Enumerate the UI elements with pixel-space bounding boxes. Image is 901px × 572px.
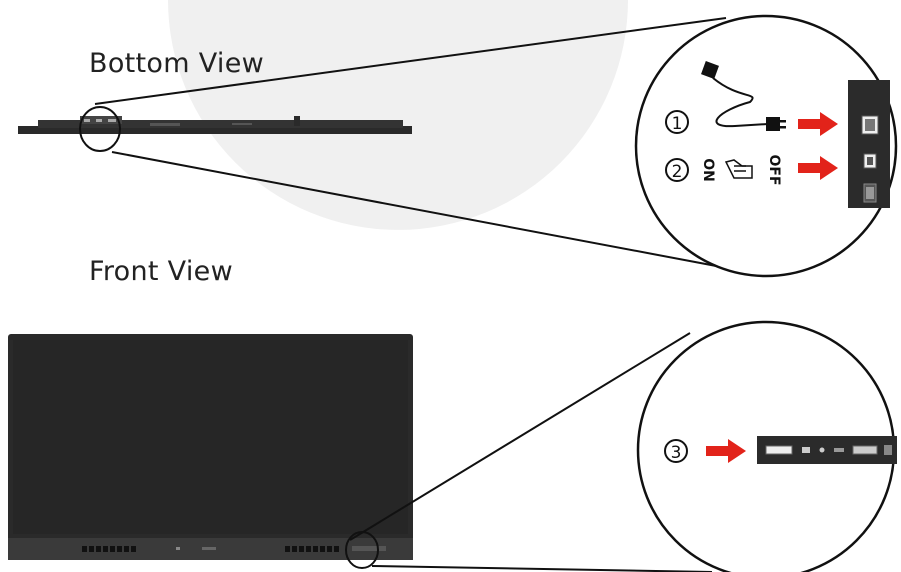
bottom-view-monitor xyxy=(18,116,412,134)
switch-off-label: OFF xyxy=(766,154,782,185)
arrow-to-front-ports xyxy=(706,439,746,463)
step-2-marker: 2 xyxy=(665,158,689,182)
arrow-to-power-switch xyxy=(798,156,838,180)
front-port-strip xyxy=(757,436,897,464)
front-view-monitor xyxy=(8,334,413,560)
step-2-number: 2 xyxy=(672,162,683,182)
power-cord-icon xyxy=(701,61,786,131)
hand-press-icon xyxy=(724,159,753,179)
front-zoom-lines xyxy=(349,332,713,572)
front-zoom-origin-circle xyxy=(345,531,379,569)
step-3-marker: 3 xyxy=(664,439,688,463)
rear-port-panel xyxy=(848,80,890,208)
bottom-detail-circle xyxy=(634,14,898,278)
step-3-number: 3 xyxy=(671,443,682,463)
front-view-label: Front View xyxy=(89,256,233,287)
arrow-to-power-inlet xyxy=(798,112,838,136)
bottom-zoom-lines xyxy=(94,17,765,276)
step-1-number: 1 xyxy=(672,114,683,134)
switch-on-label: ON xyxy=(700,158,716,182)
bottom-zoom-origin-circle xyxy=(79,106,121,152)
step-1-marker: 1 xyxy=(665,110,689,134)
background-arc xyxy=(168,0,628,230)
bottom-view-label: Bottom View xyxy=(89,48,264,79)
